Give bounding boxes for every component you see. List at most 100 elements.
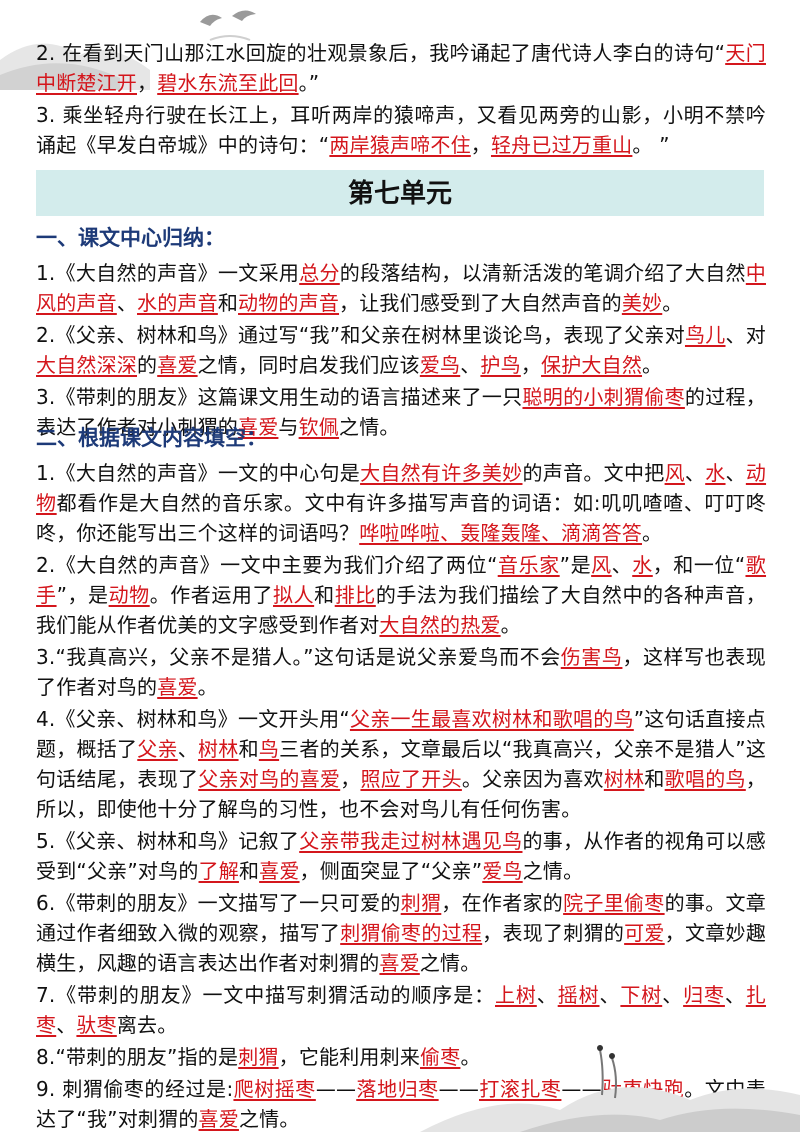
question-text: ，所以，即使他十分了解鸟的习性，也不会对鸟儿有任何伤害。: [36, 767, 766, 821]
question-text: ，: [520, 353, 542, 377]
answer-text: 爱鸟: [419, 353, 461, 377]
paragraph: 4.《父亲、树林和鸟》一文开头用“父亲一生最喜欢树林和歌唱的鸟”这句话直接点题，…: [36, 704, 766, 824]
answer-text: 落地归枣: [356, 1077, 439, 1101]
top-poem-block: 2. 在看到天门山那江水回旋的壮观景象后，我吟诵起了唐代诗人李白的诗句“天门中断…: [36, 38, 766, 162]
question-text: 、: [684, 461, 706, 485]
answer-text: 刺猬: [400, 891, 442, 915]
question-text: 。作者运用了: [149, 583, 274, 607]
question-text: 之情，同时启发我们应该: [197, 353, 420, 377]
answer-text: 打滚扎枣: [479, 1077, 562, 1101]
ink-landscape-top-decoration: [0, 10, 256, 90]
question-text: 三者的关系，文章最后以“我真高兴，父亲不是猎人”这句话结尾，表现了: [36, 737, 767, 791]
answer-text: 喜爱: [379, 951, 420, 975]
answer-text: 大自然深深: [36, 353, 137, 377]
paragraph: 6.《带刺的朋友》一文描写了一只可爱的刺猬，在作者家的院子里偷枣的事。文章通过作…: [36, 888, 766, 978]
question-text: 5.《父亲、树林和鸟》记叙了: [36, 829, 300, 853]
paragraph: 7.《带刺的朋友》一文中描写刺猬活动的顺序是：上树、摇树、下树、归枣、扎枣、驮枣…: [36, 980, 766, 1040]
question-text: 、: [460, 353, 481, 377]
question-text: 6.《带刺的朋友》一文描写了一只可爱的: [36, 891, 401, 915]
question-text: 的声音。文中把: [522, 461, 665, 485]
answer-text: 钦佩: [298, 415, 340, 439]
paragraph: 8.“带刺的朋友”指的是刺猬，它能利用刺来偷枣。: [36, 1042, 766, 1072]
question-text: 。: [642, 353, 663, 377]
question-text: 和: [314, 583, 335, 607]
question-text: 。父亲因为喜欢: [461, 767, 604, 791]
answer-text: 偷枣: [420, 1045, 461, 1069]
question-text: ——: [438, 1077, 480, 1101]
answer-text: 鸟儿: [684, 323, 726, 347]
answer-text: 碧水东流至此回: [157, 71, 299, 95]
answer-text: 刺猬: [238, 1045, 279, 1069]
answer-text: 下树: [620, 983, 663, 1007]
answer-text: 动物的声音: [238, 291, 340, 315]
answer-text: 哗啦哗啦、轰隆轰隆、滴滴答答: [359, 521, 643, 545]
answer-text: 保护大自然: [541, 353, 643, 377]
question-text: ”这句话直接点题，概括了: [36, 707, 766, 761]
answer-text: 拟人: [273, 583, 315, 607]
question-text: ——: [315, 1077, 357, 1101]
question-text: 、: [599, 983, 621, 1007]
question-text: 、: [662, 983, 684, 1007]
paragraph: 3.《带刺的朋友》这篇课文用生动的语言描述来了一只聪明的小刺猬偷枣的过程，表达了…: [36, 382, 766, 442]
answer-text: 喜爱: [157, 353, 198, 377]
answer-text: 聪明的小刺猬偷枣: [522, 385, 685, 409]
question-text: ”，是: [56, 583, 109, 607]
question-text: 。: [460, 1045, 481, 1069]
question-text: 的过程，表达了作者对小刺猬的: [36, 385, 766, 439]
question-text: ，让我们感受到了大自然声音的: [339, 291, 622, 315]
answer-text: 音乐家: [497, 553, 560, 577]
answer-text: 喜爱: [157, 675, 198, 699]
ink-landscape-bottom-decoration: [420, 1045, 800, 1132]
paragraph: 2.《大自然的声音》一文中主要为我们介绍了两位“音乐家”是风、水，和一位“歌手”…: [36, 550, 766, 640]
question-text: 4.《父亲、树林和鸟》一文开头用“: [36, 707, 350, 731]
answer-text: 归枣: [683, 983, 725, 1007]
question-text: 都看作是大自然的音乐家。文中有许多描写声音的词语：如:叽叽喳喳、叮叮咚咚，你还能…: [36, 491, 766, 545]
question-text: 。 ”: [632, 133, 670, 157]
question-text: 的: [137, 353, 158, 377]
question-text: ，和一位“: [652, 553, 746, 577]
question-text: ，: [340, 767, 361, 791]
question-text: 1.《大自然的声音》一文的中心句是: [36, 461, 361, 485]
answer-text: 院子里偷枣: [563, 891, 665, 915]
paragraph: 2. 在看到天门山那江水回旋的壮观景象后，我吟诵起了唐代诗人李白的诗句“天门中断…: [36, 38, 766, 98]
question-text: 、: [724, 983, 746, 1007]
answer-text: 伤害鸟: [560, 645, 623, 669]
question-text: 。”: [298, 71, 320, 95]
question-text: ，表现了刺猬的: [482, 921, 625, 945]
answer-text: 护鸟: [480, 353, 521, 377]
question-text: 。: [642, 521, 663, 545]
question-text: 3.《带刺的朋友》这篇课文用生动的语言描述来了一只: [36, 385, 523, 409]
question-text: 的手法为我们描绘了大自然中的各种声音，我们能从作者优美的文字感受到作者对: [36, 583, 766, 637]
question-text: 7.《带刺的朋友》一文中描写刺猬活动的顺序是：: [36, 983, 495, 1007]
paragraph: 5.《父亲、树林和鸟》记叙了父亲带我走过树林遇见鸟的事，从作者的视角可以感受到“…: [36, 826, 766, 886]
paragraph: 1.《大自然的声音》一文的中心句是大自然有许多美妙的声音。文中把风、水、动物都看…: [36, 458, 766, 548]
question-text: 、: [725, 461, 746, 485]
question-text: ，在作者家的: [441, 891, 564, 915]
answer-text: 爱鸟: [482, 859, 523, 883]
question-text: 。: [197, 675, 218, 699]
question-text: 的段落结构，以清新活泼的笔调介绍了大自然: [339, 261, 746, 285]
question-text: 的事，从作者的视角可以感受到“父亲”对鸟的: [36, 829, 766, 883]
answer-text: 排比: [334, 583, 376, 607]
answer-text: 天门中断楚江开: [36, 41, 766, 95]
answer-text: 美妙: [621, 291, 663, 315]
question-text: 的事。文章通过作者细致入微的观察，描写了: [36, 891, 767, 945]
question-text: 1.《大自然的声音》一文采用: [36, 261, 300, 285]
crane-icon: [599, 1049, 617, 1099]
question-text: ，侧面突显了“父亲”: [299, 859, 483, 883]
answer-text: 父亲对鸟的喜爱: [198, 767, 341, 791]
question-text: 8.“带刺的朋友”指的是: [36, 1045, 239, 1069]
question-text: 和: [217, 291, 239, 315]
question-text: 、: [611, 553, 633, 577]
answer-text: 照应了开头: [360, 767, 462, 791]
question-text: 之情。: [419, 951, 481, 975]
question-text: 。: [500, 613, 521, 637]
answer-text: 水: [632, 553, 653, 577]
question-text: ”是: [559, 553, 592, 577]
answer-text: 总分: [299, 261, 340, 285]
answer-text: 大自然的热爱: [379, 613, 501, 637]
question-text: ，: [137, 71, 158, 95]
answer-text: 爬树摇枣: [233, 1077, 316, 1101]
paragraph: 3. 乘坐轻舟行驶在长江上，耳听两岸的猿啼声，又看见两旁的山影，小明不禁吟诵起《…: [36, 100, 766, 160]
question-text: 、: [56, 1013, 77, 1037]
